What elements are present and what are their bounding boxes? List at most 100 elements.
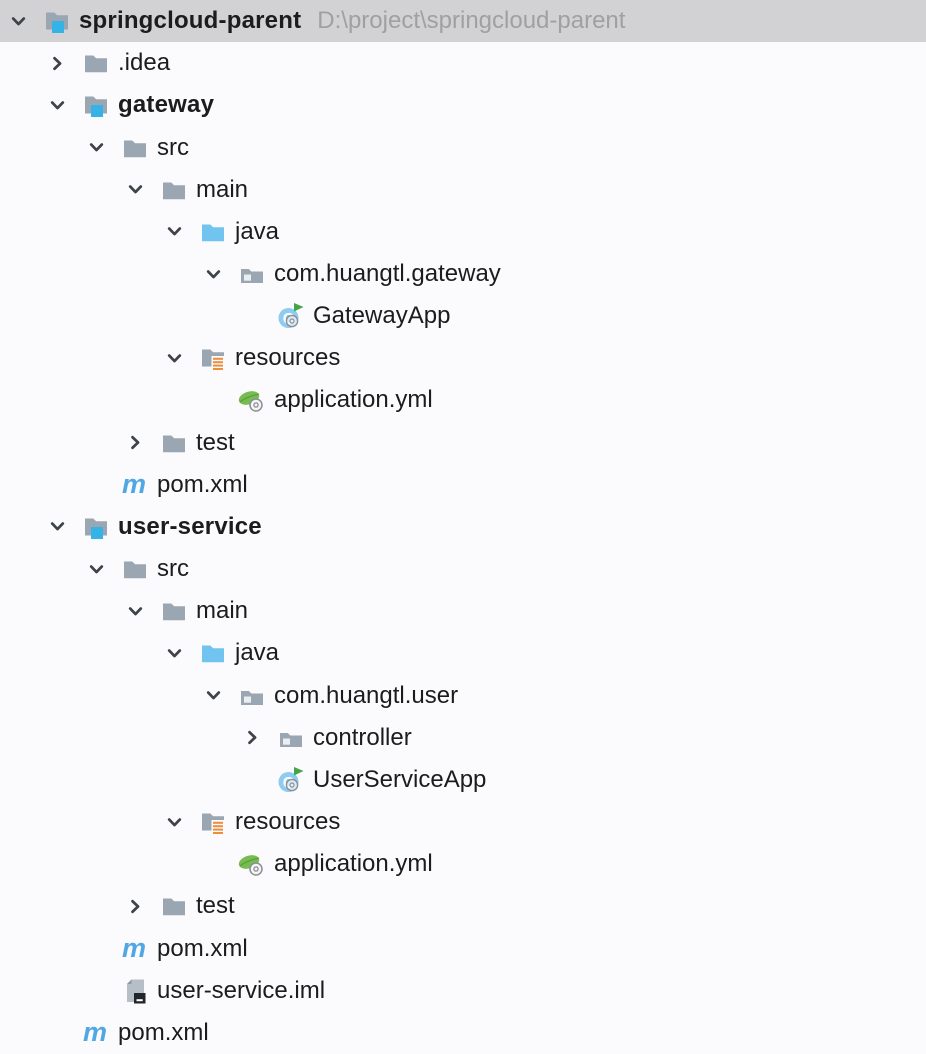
maven-icon: m [121, 464, 155, 506]
svg-text:m: m [122, 934, 146, 963]
chevron-down-icon[interactable] [46, 506, 82, 548]
folder-icon [121, 548, 155, 590]
project-path-text: D:\project\springcloud-parent [317, 7, 626, 35]
chevron-right-icon[interactable] [241, 717, 277, 759]
iml-file-icon [121, 970, 155, 1012]
folder-icon [160, 885, 194, 927]
spring-config-icon [238, 379, 272, 421]
tree-item-test[interactable]: test [0, 422, 926, 464]
tree-item-label: src [157, 133, 189, 161]
tree-item-pom-xml[interactable]: m pom.xml [0, 1012, 926, 1054]
tree-item-application-yml[interactable]: application.yml [0, 843, 926, 885]
tree-item-application-yml[interactable]: application.yml [0, 379, 926, 421]
tree-item-label: src [157, 555, 189, 583]
module-folder-icon [82, 506, 116, 548]
tree-item-test[interactable]: test [0, 885, 926, 927]
tree-item-label: pom.xml [157, 470, 248, 498]
tree-item-label: controller [313, 723, 412, 751]
tree-item-label: application.yml [274, 850, 433, 878]
resources-folder-icon [199, 337, 233, 379]
tree-item-user-service[interactable]: user-service [0, 506, 926, 548]
tree-item-gateway[interactable]: gateway [0, 84, 926, 126]
tree-item-label: java [235, 217, 280, 245]
tree-item-gatewayapp[interactable]: CGatewayApp [0, 295, 926, 337]
maven-icon: m [121, 928, 155, 970]
chevron-spacer [85, 928, 121, 970]
tree-item-label: pom.xml [157, 934, 248, 962]
tree-item-label: user-service [118, 512, 262, 540]
chevron-down-icon[interactable] [163, 211, 199, 253]
class-run-icon: C [277, 759, 311, 801]
tree-item-idea[interactable]: .idea [0, 42, 926, 84]
tree-item-src[interactable]: src [0, 548, 926, 590]
package-icon [277, 717, 311, 759]
tree-item-label: pom.xml [118, 1018, 209, 1046]
tree-item-springcloud-parent[interactable]: springcloud-parent D:\project\springcloud… [0, 0, 926, 43]
chevron-spacer [202, 843, 238, 885]
tree-item-label: user-service.iml [157, 976, 326, 1004]
package-icon [238, 675, 272, 717]
tree-item-label: com.huangtl.user [274, 681, 459, 709]
tree-item-main[interactable]: main [0, 590, 926, 632]
chevron-down-icon[interactable] [85, 548, 121, 590]
tree-item-label: springcloud-parent [79, 7, 302, 35]
tree-item-main[interactable]: main [0, 169, 926, 211]
chevron-down-icon[interactable] [7, 0, 43, 42]
tree-item-label: .idea [118, 49, 171, 77]
tree-item-label: main [196, 597, 249, 625]
tree-item-label: gateway [118, 91, 215, 119]
chevron-right-icon[interactable] [124, 885, 160, 927]
tree-item-label: java [235, 639, 280, 667]
tree-item-src[interactable]: src [0, 126, 926, 168]
tree-item-label: com.huangtl.gateway [274, 260, 501, 288]
package-icon [238, 253, 272, 295]
tree-item-java[interactable]: java [0, 632, 926, 674]
svg-text:m: m [122, 470, 146, 499]
chevron-spacer [241, 759, 277, 801]
tree-item-user-service-iml[interactable]: user-service.iml [0, 970, 926, 1012]
tree-item-resources[interactable]: resources [0, 337, 926, 379]
chevron-spacer [85, 970, 121, 1012]
source-folder-icon [199, 632, 233, 674]
chevron-down-icon[interactable] [124, 169, 160, 211]
chevron-down-icon[interactable] [163, 337, 199, 379]
spring-config-icon [238, 843, 272, 885]
tree-item-resources[interactable]: resources [0, 801, 926, 843]
chevron-right-icon[interactable] [46, 42, 82, 84]
module-folder-icon [82, 84, 116, 126]
folder-icon [160, 422, 194, 464]
tree-item-label: test [196, 892, 235, 920]
tree-item-controller[interactable]: controller [0, 717, 926, 759]
chevron-down-icon[interactable] [124, 590, 160, 632]
chevron-down-icon[interactable] [163, 632, 199, 674]
chevron-down-icon[interactable] [202, 253, 238, 295]
svg-text:m: m [83, 1018, 107, 1047]
tree-item-label: main [196, 175, 249, 203]
tree-item-pom-xml[interactable]: m pom.xml [0, 927, 926, 969]
chevron-spacer [46, 1012, 82, 1054]
tree-item-com-huangtl-gateway[interactable]: com.huangtl.gateway [0, 253, 926, 295]
tree-item-pom-xml[interactable]: m pom.xml [0, 464, 926, 506]
folder-icon [160, 590, 194, 632]
class-run-icon: C [277, 295, 311, 337]
maven-icon: m [82, 1012, 116, 1054]
chevron-spacer [85, 464, 121, 506]
chevron-spacer [202, 379, 238, 421]
resources-folder-icon [199, 801, 233, 843]
tree-item-label: test [196, 428, 235, 456]
tree-item-userserviceapp[interactable]: CUserServiceApp [0, 759, 926, 801]
tree-item-java[interactable]: java [0, 211, 926, 253]
chevron-down-icon[interactable] [85, 127, 121, 169]
tree-item-label: resources [235, 344, 341, 372]
chevron-down-icon[interactable] [202, 675, 238, 717]
module-folder-icon [43, 0, 77, 42]
chevron-right-icon[interactable] [124, 422, 160, 464]
chevron-down-icon[interactable] [46, 84, 82, 126]
folder-icon [160, 169, 194, 211]
folder-icon [121, 127, 155, 169]
chevron-down-icon[interactable] [163, 801, 199, 843]
tree-item-com-huangtl-user[interactable]: com.huangtl.user [0, 675, 926, 717]
tree-item-label: application.yml [274, 386, 433, 414]
tree-item-label: GatewayApp [313, 302, 451, 330]
